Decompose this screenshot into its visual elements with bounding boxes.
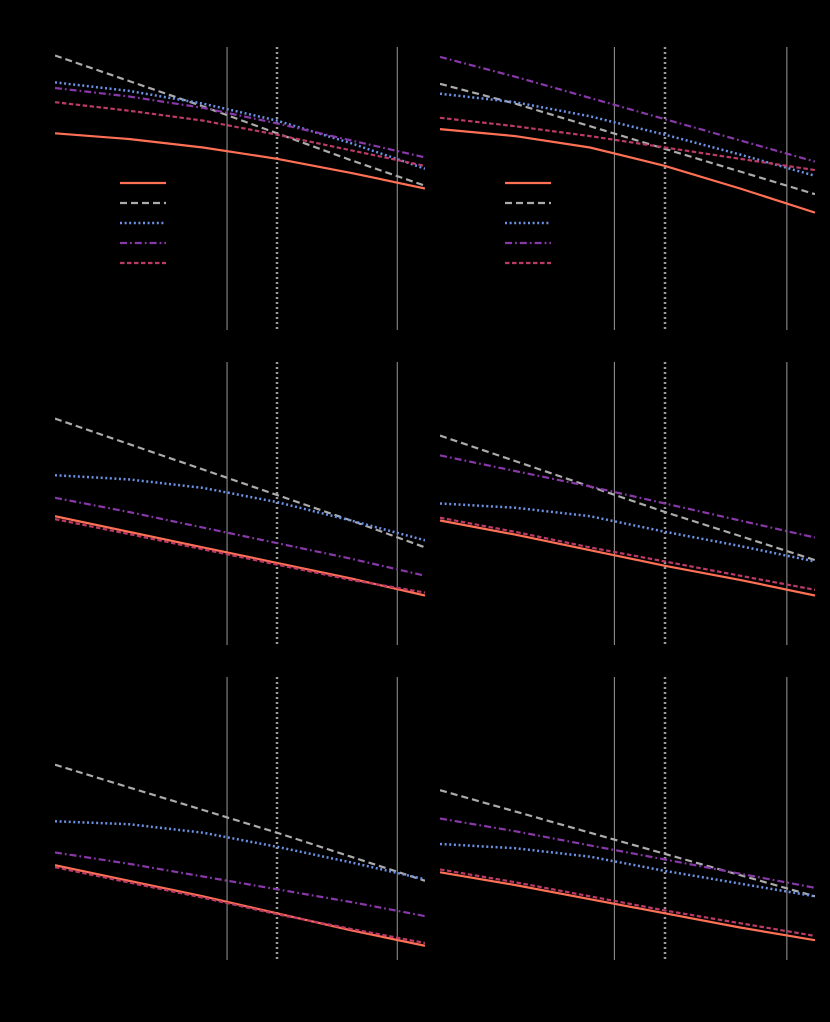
series-line-dashdot-purple [440, 817, 815, 889]
series-line-dashdot-purple [440, 55, 815, 163]
series-line-dotted-blue [55, 81, 425, 170]
series-line-dashdot-purple [55, 496, 425, 577]
legend-swatch-solid-coral [505, 181, 551, 185]
legend-entry-dashdot-purple [505, 240, 551, 246]
legend-swatch-dotted-blue [505, 221, 551, 225]
series-line-dashdot-purple [55, 86, 425, 159]
panel-plot-area [440, 47, 815, 330]
legend-swatch-dashed-crimson [120, 261, 166, 265]
series-line-dotted-blue [440, 842, 815, 898]
legend-swatch-solid-coral [120, 181, 166, 185]
legend-swatch-dashed-gray [120, 201, 166, 205]
panel-middle-left [55, 362, 425, 645]
legend-swatch-dashed-crimson [505, 261, 551, 265]
legend [120, 180, 166, 266]
series-line-dashed-crimson [55, 866, 425, 945]
panel-bottom-right [440, 677, 815, 960]
panel-plot-area [440, 677, 815, 960]
legend-entry-solid-coral [120, 180, 166, 186]
series-line-dashed-crimson [440, 516, 815, 591]
legend-entry-dashed-crimson [120, 260, 166, 266]
legend-swatch-dashdot-purple [505, 241, 551, 245]
panel-top-left [55, 47, 425, 330]
series-line-dotted-blue [55, 473, 425, 542]
series-line-solid-coral [440, 519, 815, 597]
legend [505, 180, 551, 266]
series-line-solid-coral [55, 132, 425, 190]
legend-entry-dashed-crimson [505, 260, 551, 266]
legend-entry-dotted-blue [120, 220, 166, 226]
series-line-solid-coral [55, 864, 425, 947]
series-line-dashed-gray [55, 54, 425, 187]
legend-entry-dashed-gray [505, 200, 551, 206]
panel-plot-area [440, 362, 815, 645]
legend-entry-solid-coral [505, 180, 551, 186]
panel-middle-right [440, 362, 815, 645]
legend-entry-dashed-gray [120, 200, 166, 206]
series-line-dashed-gray [440, 82, 815, 196]
series-line-dashed-crimson [55, 101, 425, 167]
legend-swatch-dashdot-purple [120, 241, 166, 245]
series-line-dashdot-purple [440, 454, 815, 539]
series-line-dashed-crimson [440, 868, 815, 937]
legend-entry-dashdot-purple [120, 240, 166, 246]
panel-top-right [440, 47, 815, 330]
series-line-dashed-crimson [55, 518, 425, 594]
series-line-dotted-blue [440, 502, 815, 563]
series-line-solid-coral [440, 128, 815, 214]
series-line-dashed-gray [55, 763, 425, 882]
series-line-dotted-blue [440, 92, 815, 178]
panel-plot-area [55, 47, 425, 330]
panel-plot-area [55, 362, 425, 645]
series-line-dotted-blue [55, 820, 425, 881]
series-line-dashdot-purple [55, 851, 425, 918]
series-line-dashed-gray [440, 434, 815, 562]
legend-entry-dotted-blue [505, 220, 551, 226]
series-line-solid-coral [440, 871, 815, 942]
series-line-dashed-gray [440, 789, 815, 898]
legend-swatch-dotted-blue [120, 221, 166, 225]
panel-plot-area [55, 677, 425, 960]
legend-swatch-dashed-gray [505, 201, 551, 205]
panel-bottom-left [55, 677, 425, 960]
